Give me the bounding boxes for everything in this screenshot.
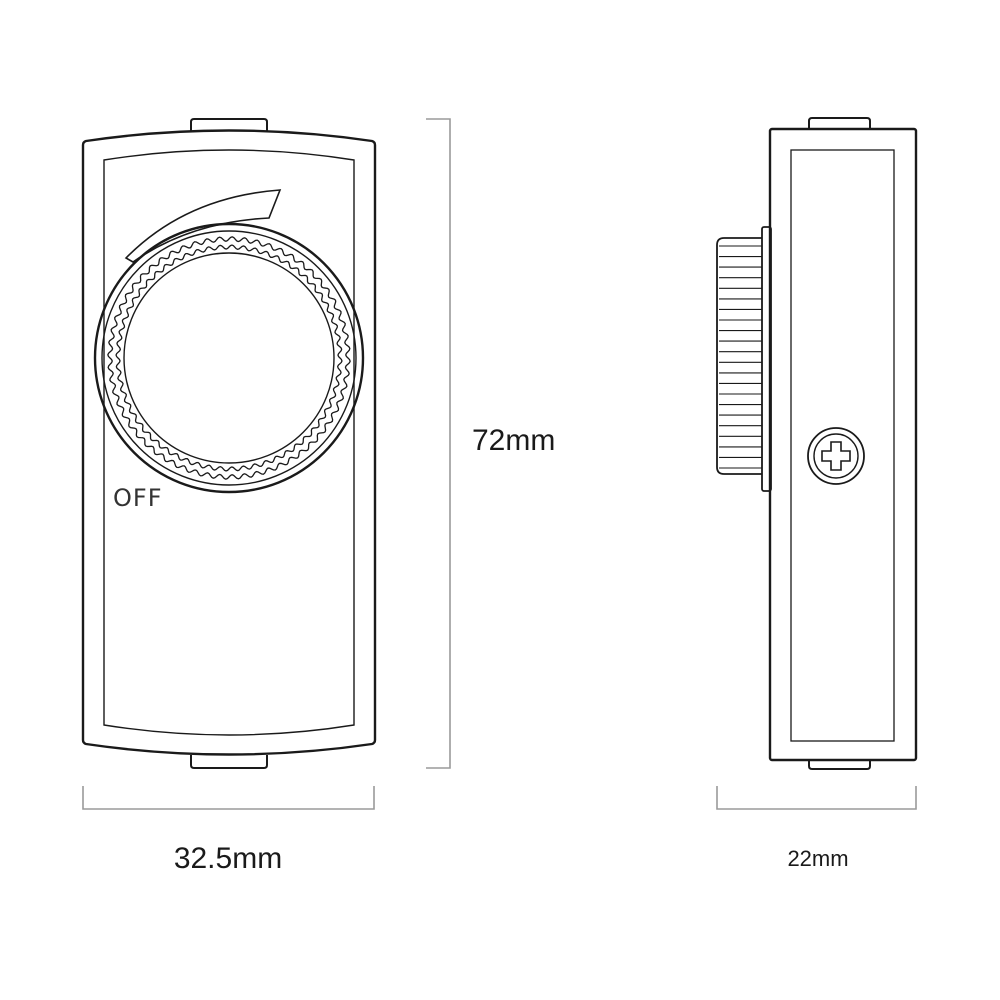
side-knob-flange <box>761 226 772 492</box>
knob-face <box>123 252 335 464</box>
knob-rim <box>101 230 357 486</box>
side-view <box>716 117 918 770</box>
front-view: OFF <box>81 118 377 769</box>
off-label: OFF <box>113 484 163 512</box>
width-dimension: 32.5mm <box>82 786 375 875</box>
phillips-screw-icon <box>807 427 865 485</box>
front-top-tab <box>190 118 268 131</box>
height-label: 72mm <box>472 424 555 457</box>
front-bottom-tab <box>190 755 268 769</box>
side-body-outline <box>768 127 918 762</box>
side-top-tab <box>808 117 871 129</box>
width-dimension-line <box>82 786 375 810</box>
side-bottom-tab <box>808 759 871 770</box>
front-body-outline <box>81 129 377 756</box>
depth-dimension: 22mm <box>716 786 917 871</box>
depth-label: 22mm <box>787 846 848 871</box>
front-inner-panel <box>103 149 355 736</box>
side-knob-body <box>716 237 762 475</box>
dimmer-knob[interactable] <box>93 222 365 494</box>
knob-knurl-outer <box>107 236 351 480</box>
width-label: 32.5mm <box>174 842 282 875</box>
knob-knurl-inner <box>115 244 343 472</box>
depth-dimension-line <box>716 786 917 810</box>
knob-outer-ring <box>93 222 365 494</box>
height-dimension: 72mm <box>426 118 555 769</box>
height-dimension-line <box>426 118 451 769</box>
side-inner-panel <box>790 149 895 742</box>
dimmer-arc-indicator <box>124 189 282 263</box>
side-knob-edge[interactable] <box>716 237 762 475</box>
